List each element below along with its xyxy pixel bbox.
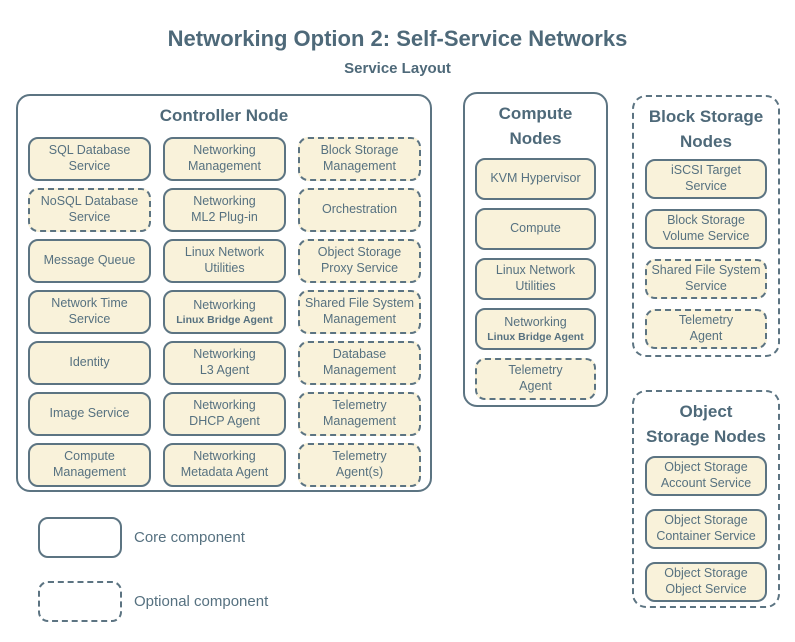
service-telemetry-management: Telemetry Management bbox=[298, 392, 421, 436]
optional-component-label: Optional component bbox=[134, 593, 269, 610]
service-shared-file-system-management: Shared File System Management bbox=[298, 290, 421, 334]
controller-node-panel: Controller Node SQL Database Service Net… bbox=[16, 94, 432, 492]
block-storage-services-stack: iSCSI Target Service Block Storage Volum… bbox=[645, 159, 767, 349]
service-identity: Identity bbox=[28, 341, 151, 385]
service-block-storage-management: Block Storage Management bbox=[298, 137, 421, 181]
service-compute-management: Compute Management bbox=[28, 443, 151, 487]
service-networking-management: Networking Management bbox=[163, 137, 286, 181]
service-shared-file-system: Shared File System Service bbox=[645, 259, 767, 299]
core-component-label: Core component bbox=[134, 529, 245, 546]
service-object-storage-object: Object Storage Object Service bbox=[645, 562, 767, 602]
service-telemetry-agents: Telemetry Agent(s) bbox=[298, 443, 421, 487]
service-sql-database: SQL Database Service bbox=[28, 137, 151, 181]
service-compute: Compute bbox=[475, 208, 596, 250]
service-message-queue: Message Queue bbox=[28, 239, 151, 283]
service-database-management: Database Management bbox=[298, 341, 421, 385]
block-storage-nodes-panel: Block Storage Nodes iSCSI Target Service… bbox=[632, 95, 780, 357]
core-component-swatch bbox=[38, 517, 122, 558]
compute-services-stack: KVM Hypervisor Compute Linux Network Uti… bbox=[475, 158, 596, 400]
service-kvm-hypervisor: KVM Hypervisor bbox=[475, 158, 596, 200]
service-object-storage-proxy: Object Storage Proxy Service bbox=[298, 239, 421, 283]
service-network-time: Network Time Service bbox=[28, 290, 151, 334]
service-block-storage-telemetry-agent: Telemetry Agent bbox=[645, 309, 767, 349]
diagram-title: Networking Option 2: Self-Service Networ… bbox=[167, 26, 628, 51]
compute-nodes-panel: Compute Nodes KVM Hypervisor Compute Lin… bbox=[463, 92, 608, 407]
legend-optional-row: Optional component bbox=[38, 581, 268, 622]
service-orchestration: Orchestration bbox=[298, 188, 421, 232]
compute-nodes-title: Compute Nodes bbox=[498, 104, 573, 148]
object-storage-nodes-title: Object Storage Nodes bbox=[646, 402, 766, 446]
service-networking-ml2-plugin: Networking ML2 Plug-in bbox=[163, 188, 286, 232]
service-nosql-database: NoSQL Database Service bbox=[28, 188, 151, 232]
service-object-storage-container: Object Storage Container Service bbox=[645, 509, 767, 549]
controller-node-title: Controller Node bbox=[159, 106, 289, 125]
service-networking-dhcp-agent: Networking DHCP Agent bbox=[163, 392, 286, 436]
service-block-storage-volume: Block Storage Volume Service bbox=[645, 209, 767, 249]
service-image-service: Image Service bbox=[28, 392, 151, 436]
service-linux-network-utilities: Linux Network Utilities bbox=[163, 239, 286, 283]
diagram-subtitle: Service Layout bbox=[344, 60, 451, 77]
block-storage-nodes-title: Block Storage Nodes bbox=[648, 107, 764, 151]
optional-component-swatch bbox=[38, 581, 122, 622]
object-storage-services-stack: Object Storage Account Service Object St… bbox=[645, 456, 767, 602]
service-compute-linux-network-utilities: Linux Network Utilities bbox=[475, 258, 596, 300]
service-object-storage-account: Object Storage Account Service bbox=[645, 456, 767, 496]
service-compute-telemetry-agent: Telemetry Agent bbox=[475, 358, 596, 400]
legend-core-row: Core component bbox=[38, 517, 245, 558]
controller-services-grid: SQL Database Service Networking Manageme… bbox=[28, 137, 421, 487]
object-storage-nodes-panel: Object Storage Nodes Object Storage Acco… bbox=[632, 390, 780, 608]
service-networking-metadata-agent: Networking Metadata Agent bbox=[163, 443, 286, 487]
service-iscsi-target: iSCSI Target Service bbox=[645, 159, 767, 199]
service-networking-l3-agent: Networking L3 Agent bbox=[163, 341, 286, 385]
